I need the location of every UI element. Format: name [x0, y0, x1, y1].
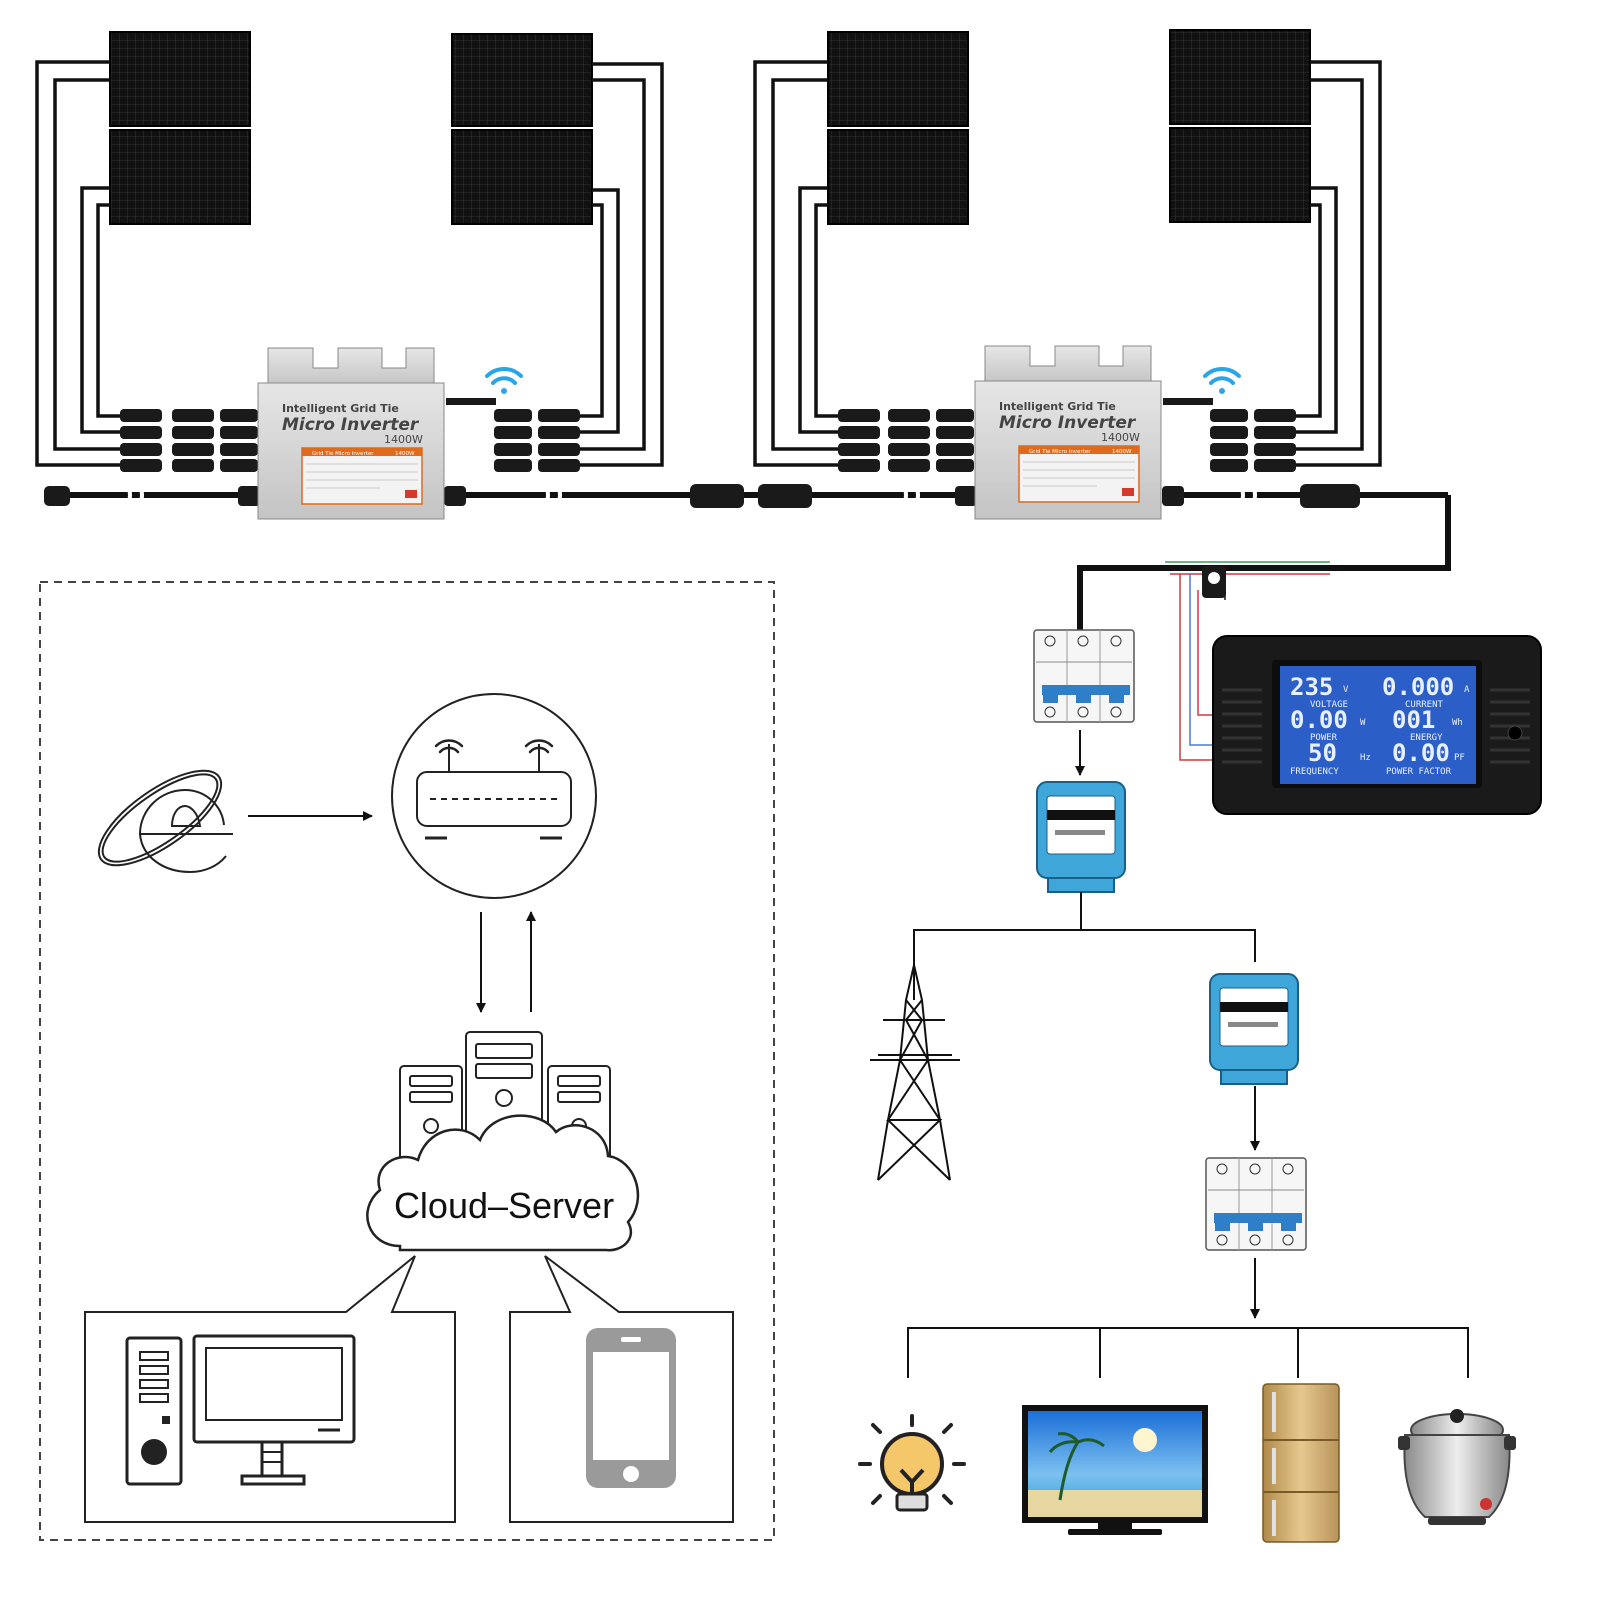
wifi-icon [485, 366, 523, 394]
browser-icon [97, 769, 233, 874]
voltage-value: 235 [1290, 673, 1333, 701]
inverter-line1: Intelligent Grid Tie [282, 402, 399, 415]
cable-break-marks [125, 483, 1257, 507]
inverter-line3: 1400W [1101, 431, 1140, 444]
energy-unit: Wh [1452, 718, 1463, 728]
micro-inverter-icon: Intelligent Grid Tie Micro Inverter 1400… [257, 347, 496, 520]
power-label: POWER [1310, 733, 1338, 743]
inverter-label-power: 1400W [1112, 449, 1132, 455]
pf-value: 0.00 [1392, 739, 1450, 767]
solar-panel-icon [827, 31, 969, 127]
cloud-server-label: Cloud–Server [394, 1185, 614, 1226]
breaker-icon [1033, 629, 1135, 723]
power-value: 0.00 [1290, 706, 1348, 734]
connector-line [913, 929, 1256, 1000]
breaker-icon [1205, 1157, 1307, 1251]
inverter-line3: 1400W [384, 433, 423, 446]
connector-line [907, 1327, 1469, 1378]
solar-panel-icon [109, 129, 251, 225]
refrigerator-icon [1262, 1383, 1340, 1543]
router-icon [391, 693, 597, 899]
voltage-label: VOLTAGE [1310, 700, 1348, 710]
micro-inverter-icon: Intelligent Grid Tie Micro Inverter 1400… [974, 345, 1213, 520]
pf-unit: PF [1454, 753, 1465, 763]
solar-panel-icon [827, 129, 969, 225]
desktop-computer-icon [125, 1334, 356, 1486]
energy-meter-icon [1209, 973, 1299, 1085]
inverter-line2: Micro Inverter [999, 413, 1137, 433]
mc4-connectors [120, 409, 1296, 472]
current-transformer-icon [1202, 566, 1226, 598]
frequency-value: 50 [1308, 739, 1337, 767]
transmission-tower-icon [870, 964, 960, 1181]
inverter-line2: Micro Inverter [282, 415, 420, 435]
current-unit: A [1464, 685, 1470, 695]
current-label: CURRENT [1405, 700, 1444, 710]
solar-panel-icon [451, 33, 593, 127]
wifi-icon [1203, 366, 1241, 394]
energy-meter-icon [1036, 781, 1126, 893]
inverter-label-title: Grid Tie Micro Inverter [1029, 449, 1091, 455]
solar-panel-icon [109, 31, 251, 127]
inverter-line1: Intelligent Grid Tie [999, 400, 1116, 413]
monitoring-panel [39, 581, 775, 1541]
cloud-icon: Cloud–Server [366, 1114, 640, 1252]
smartphone-icon [586, 1328, 676, 1488]
television-icon [1022, 1405, 1208, 1535]
solar-panel-icon [451, 129, 593, 225]
ac-connectors [44, 484, 1360, 508]
frequency-unit: Hz [1360, 753, 1371, 763]
power-meter-icon [1212, 635, 1542, 815]
pf-label: POWER FACTOR [1386, 767, 1452, 777]
current-value: 0.000 [1382, 673, 1454, 701]
panel-wiring [35, 60, 1382, 467]
power-unit: W [1360, 718, 1366, 728]
voltage-unit: V [1343, 685, 1349, 695]
energy-label: ENERGY [1410, 733, 1443, 743]
rice-cooker-icon [1398, 1409, 1516, 1525]
inverter-label-title: Grid Tie Micro Inverter [312, 451, 374, 457]
frequency-label: FREQUENCY [1290, 767, 1339, 777]
energy-value: 001 [1392, 706, 1435, 734]
lcd-readings: 235 V VOLTAGE 0.000 A CURRENT 0.00 W POW… [1290, 673, 1470, 777]
light-bulb-icon [858, 1414, 966, 1512]
inverter-label-power: 1400W [395, 451, 415, 457]
solar-panel-icon [1169, 127, 1311, 223]
solar-panel-icon [1169, 29, 1311, 125]
